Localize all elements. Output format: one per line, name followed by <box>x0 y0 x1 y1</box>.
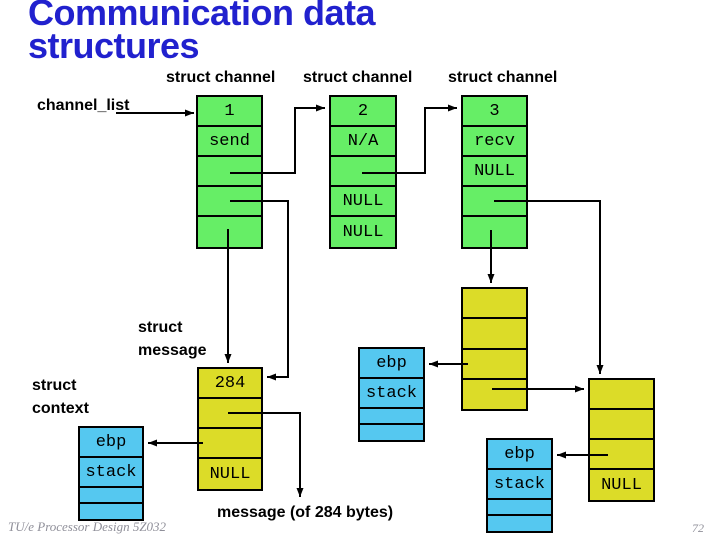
page-title: Communication data structures <box>28 0 376 64</box>
context-1-cell-4 <box>80 504 142 519</box>
struct-message-label-line-2: message <box>138 342 207 359</box>
context-2-cell-3 <box>360 409 423 425</box>
context-1-cell-2: stack <box>80 458 142 488</box>
page-title-line-2: structures <box>28 25 200 66</box>
channel-1-cell-2: send <box>198 127 261 157</box>
context-1-cell-3 <box>80 488 142 504</box>
message-2-box <box>461 287 528 411</box>
channel-1-cell-1: 1 <box>198 97 261 127</box>
context-3-cell-3 <box>488 500 551 516</box>
channel-3-cell-1: 3 <box>463 97 526 127</box>
message-2-cell-4 <box>463 380 526 409</box>
struct-context-label-line-1: struct <box>32 377 77 394</box>
channel-2-cell-5: NULL <box>342 222 384 242</box>
message-2-cell-1 <box>463 289 526 319</box>
message-3-cell-2 <box>590 410 653 440</box>
struct-channel-label-1: struct channel <box>166 69 276 86</box>
context-3-cell-2: stack <box>488 470 551 500</box>
message-1-cell-1: 284 <box>199 369 261 399</box>
message-1-cell-3 <box>199 429 261 459</box>
context-3-cell-1: ebp <box>488 440 551 470</box>
context-1-cell-1: ebp <box>80 428 142 458</box>
channel-1-cell-4 <box>198 187 261 217</box>
page-title-line-1: Communication data <box>28 0 376 33</box>
channel-3-cell-3: NULL <box>463 157 526 187</box>
channel-1-cell-5 <box>198 217 261 247</box>
struct-channel-label-2: struct channel <box>303 69 413 86</box>
struct-message-label-line-1: struct <box>138 319 183 336</box>
channel-2-cell-3 <box>331 157 395 187</box>
context-2-cell-2: stack <box>360 379 423 409</box>
channel-3-cell-4 <box>463 187 526 217</box>
message-3-cell-1 <box>590 380 653 410</box>
struct-message-label: struct message <box>138 316 207 362</box>
context-3-cell-4 <box>488 516 551 531</box>
channel-3-cell-5 <box>463 217 526 247</box>
message-3-box: NULL <box>588 378 655 502</box>
slide-page-number: 72 <box>692 521 704 535</box>
footer-course-label: TU/e Processor Design 5Z032 <box>8 519 167 534</box>
message-2-cell-3 <box>463 350 526 380</box>
message-size-label: message (of 284 bytes) <box>217 504 394 521</box>
channel-2-cell-2: N/A <box>331 127 395 157</box>
channel-2-cell-4: NULL <box>331 187 395 217</box>
message-3-cell-4: NULL <box>601 475 642 495</box>
struct-channel-label-3: struct channel <box>448 69 558 86</box>
struct-context-label: struct context <box>32 374 89 420</box>
message-1-cell-4: NULL <box>209 464 251 484</box>
context-2-cell-4 <box>360 425 423 440</box>
channel-3-cell-2: recv <box>463 127 526 157</box>
channel-2-cell-1: 2 <box>331 97 395 127</box>
message-1-cell-2 <box>199 399 261 429</box>
struct-context-label-line-2: context <box>32 400 89 417</box>
channel-list-label: channel_list <box>37 97 130 114</box>
channel-1-cell-3 <box>198 157 261 187</box>
message-3-cell-3 <box>590 440 653 470</box>
context-2-cell-1: ebp <box>360 349 423 379</box>
message-2-cell-2 <box>463 319 526 350</box>
